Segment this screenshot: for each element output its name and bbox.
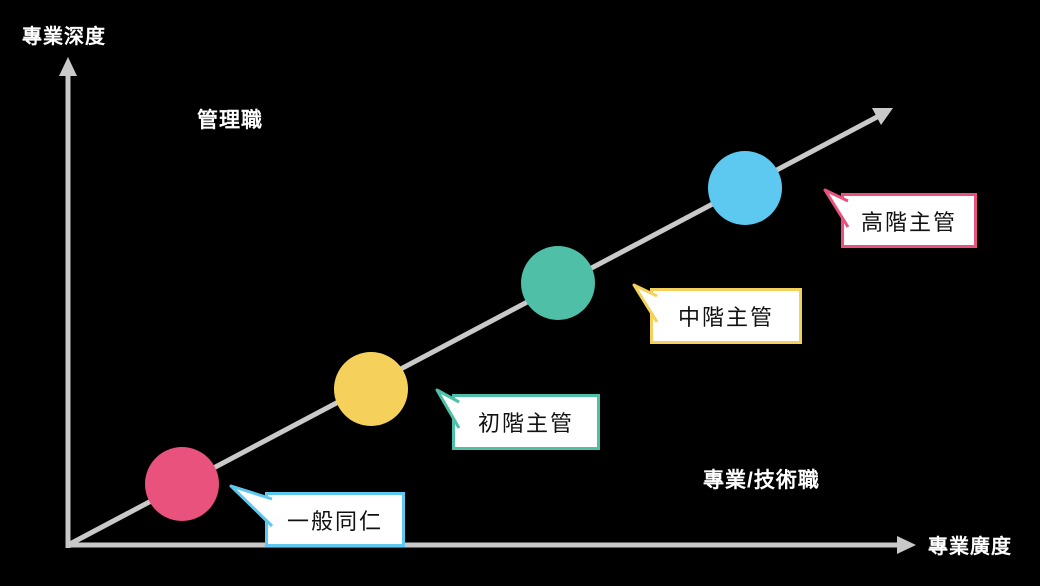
diagonal-arrow-icon — [872, 108, 893, 125]
level-bubble-general-staff: 一般同仁 — [265, 492, 405, 547]
y-axis-arrow-icon — [59, 57, 77, 76]
level-label-senior-manager: 高階主管 — [860, 209, 957, 235]
x-axis-arrow-icon — [897, 536, 916, 554]
level-circle-middle-manager — [521, 246, 595, 320]
management-track-label: 管理職 — [197, 109, 263, 132]
level-bubble-middle-manager: 中階主管 — [650, 288, 802, 344]
x-axis-label: 專業廣度 — [928, 536, 1012, 558]
level-label-junior-manager: 初階主管 — [477, 411, 574, 436]
level-circle-senior-manager — [708, 151, 782, 225]
professional-track-label: 專業/技術職 — [703, 469, 820, 492]
level-label-general-staff: 一般同仁 — [286, 508, 383, 534]
level-bubble-junior-manager: 初階主管 — [452, 394, 600, 450]
y-axis-label: 專業深度 — [22, 26, 106, 48]
level-label-middle-manager: 中階主管 — [677, 305, 774, 330]
level-bubble-senior-manager: 高階主管 — [841, 193, 977, 248]
level-circle-junior-manager — [334, 352, 408, 426]
level-circle-general-staff — [145, 447, 219, 521]
